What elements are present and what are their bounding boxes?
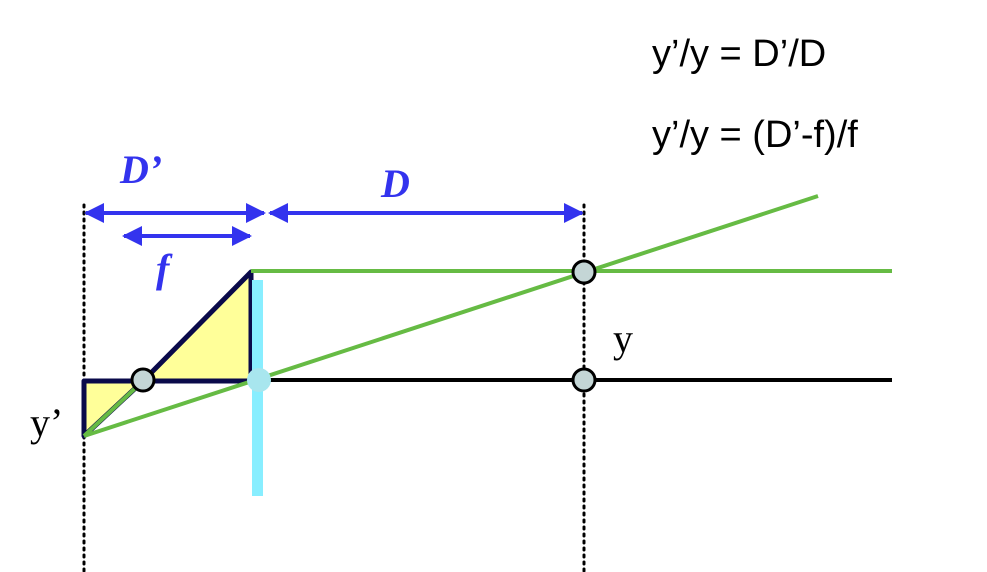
refracted-ray — [82, 379, 145, 438]
lens-center-point — [247, 368, 271, 392]
focal-point — [130, 367, 156, 393]
f-label: f — [156, 246, 173, 291]
d-label: D — [380, 161, 410, 206]
d-prime-label: D’ — [119, 147, 162, 192]
y-prime-label: y’ — [30, 400, 63, 445]
chief-ray — [83, 194, 819, 438]
equation-similar-triangles: y’/y = D’/D — [652, 33, 826, 75]
object-base-point — [571, 367, 597, 393]
equation-focal-triangles: y’/y = (D’-f)/f — [652, 114, 858, 156]
focal-triangle — [140, 269, 254, 384]
object-top-point — [571, 259, 597, 285]
y-label: y — [613, 316, 633, 361]
